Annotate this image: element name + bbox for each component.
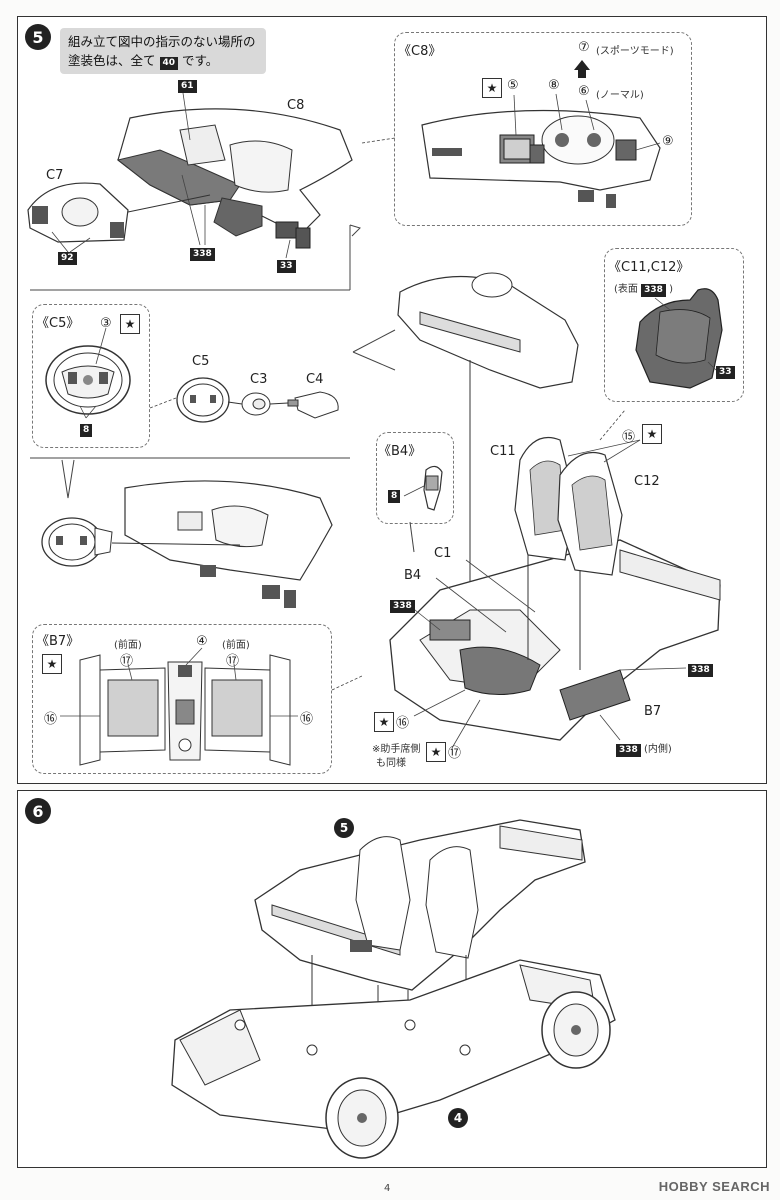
paint-chip-8-a: 8 [80, 424, 93, 437]
c11-surface-note: (表面 338 ) [614, 284, 673, 297]
paint-chip-33-b: 33 [716, 366, 735, 379]
label-c12: C12 [634, 474, 660, 489]
label-c1: C1 [434, 546, 452, 561]
b7-n16b: ⑯ [300, 712, 314, 727]
step-5-note: 組み立て図中の指示のない場所の 塗装色は、全て 40 です。 [60, 28, 266, 74]
paint-chip-338-e: 338 [616, 744, 641, 757]
label-c8: C8 [287, 98, 305, 113]
detail-c11-title: 《C11,C12》 [608, 260, 690, 275]
star-chip-c11: ★ [642, 424, 662, 444]
label-c4: C4 [306, 372, 324, 387]
detail-c11-box [604, 248, 744, 402]
c8-n6: ⑥ [578, 84, 590, 99]
c8-n5: ⑤ [507, 78, 519, 93]
c8-n6-text: (ノーマル) [596, 90, 644, 101]
detail-c5-box [32, 304, 150, 448]
paint-chip-338-d: 338 [688, 664, 713, 677]
label-c3: C3 [250, 372, 268, 387]
paint-chip-61: 61 [178, 80, 197, 93]
step-6-ref-4: 4 [448, 1108, 468, 1128]
callout-n17: ⑰ [448, 746, 462, 761]
page-number: 4 [384, 1183, 391, 1194]
watermark: HOBBY SEARCH [658, 1179, 770, 1194]
detail-c8-title: 《C8》 [398, 44, 442, 59]
paint-chip-40: 40 [159, 57, 179, 70]
c8-n7: ⑦ [578, 40, 590, 55]
b7-n16a: ⑯ [44, 712, 58, 727]
note-line-1: 組み立て図中の指示のない場所の [68, 34, 256, 49]
label-c7: C7 [46, 168, 64, 183]
b7-front-right: (前面) [222, 640, 250, 651]
star-chip-n17: ★ [426, 742, 446, 762]
b7-front-left: (前面) [114, 640, 142, 651]
detail-b7-box [32, 624, 332, 774]
c8-n9: ⑨ [662, 134, 674, 149]
step-6-badge: 6 [25, 798, 51, 824]
callout-n15: ⑮ [622, 430, 636, 445]
star-chip-b7: ★ [42, 654, 62, 674]
passenger-note-1: ※助手席側 [372, 744, 421, 755]
c8-n8: ⑧ [548, 78, 560, 93]
c5-n3: ③ [100, 316, 112, 331]
star-chip-n16: ★ [374, 712, 394, 732]
b7-n17a: ⑰ [120, 654, 134, 669]
inner-note: 338 (内側) [616, 740, 672, 757]
step-6-ref-5: 5 [334, 818, 354, 838]
b7-n4: ④ [196, 634, 208, 649]
callout-n16: ⑯ [396, 716, 410, 731]
paint-chip-338-c: 338 [390, 600, 415, 613]
star-chip-c8: ★ [482, 78, 502, 98]
paint-chip-8-b: 8 [388, 490, 401, 503]
label-b7: B7 [644, 704, 662, 719]
star-chip-c5: ★ [120, 314, 140, 334]
label-c11: C11 [490, 444, 516, 459]
paint-chip-338-a: 338 [190, 248, 215, 261]
label-c5: C5 [192, 354, 210, 369]
passenger-note-2: も同様 [376, 758, 406, 769]
detail-c5-title: 《C5》 [36, 316, 80, 331]
paint-chip-33-a: 33 [277, 260, 296, 273]
label-b4: B4 [404, 568, 422, 583]
detail-b7-title: 《B7》 [36, 634, 80, 649]
b7-n17b: ⑰ [226, 654, 240, 669]
note-line-2: 塗装色は、全て 40 です。 [68, 53, 219, 70]
detail-b4-title: 《B4》 [378, 444, 422, 459]
paint-chip-92: 92 [58, 252, 77, 265]
detail-c8-box [394, 32, 692, 226]
step-5-badge: 5 [25, 24, 51, 50]
detail-b4-box [376, 432, 454, 524]
paint-chip-338-b: 338 [641, 284, 666, 297]
c8-n7-text: (スポーツモード) [596, 46, 674, 57]
